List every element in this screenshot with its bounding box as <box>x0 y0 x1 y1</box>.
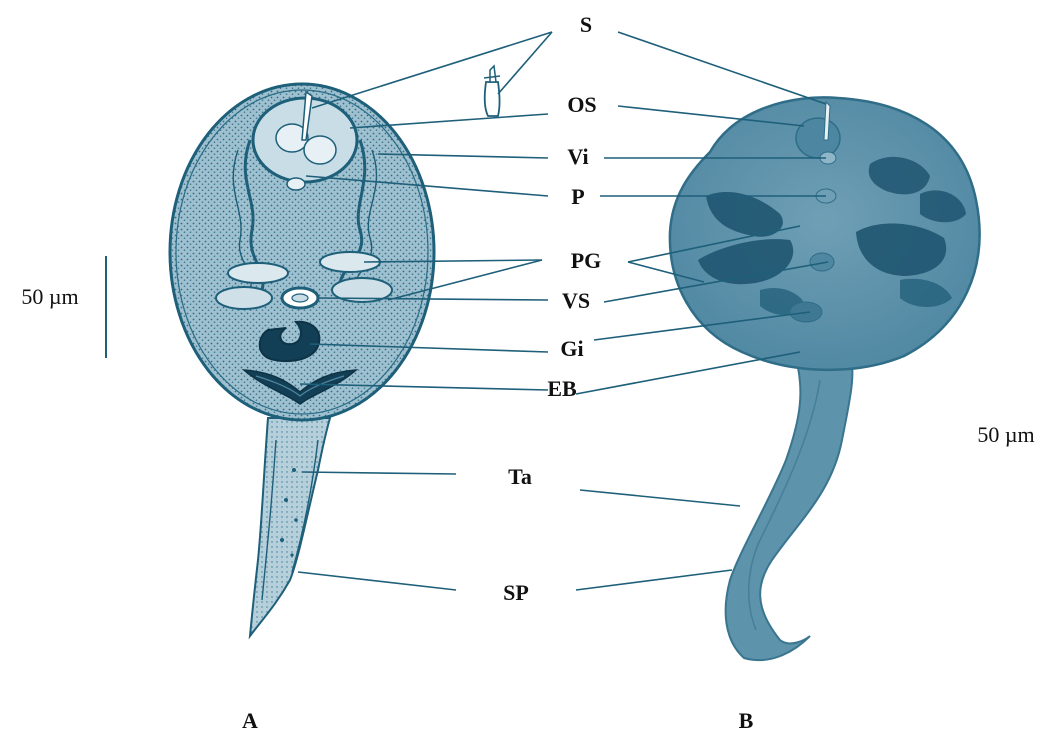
penetration-gland-lower-left <box>216 287 272 309</box>
scale-label-right: 50 µm <box>977 422 1034 447</box>
leader-eb-b <box>576 352 800 394</box>
scale-label-left: 50 µm <box>21 284 78 309</box>
label-os: OS <box>567 92 596 117</box>
label-p: P <box>571 184 584 209</box>
label-sp: SP <box>503 580 529 605</box>
label-gi: Gi <box>560 336 583 361</box>
panel-label-b: B <box>739 708 754 733</box>
label-s: S <box>580 12 592 37</box>
label-ta: Ta <box>508 464 532 489</box>
leader-ta-b <box>580 490 740 506</box>
drawing-a-tail <box>250 418 330 636</box>
micrograph-b <box>670 97 980 660</box>
leader-s-a <box>312 32 552 108</box>
leader-sp-b <box>576 570 732 590</box>
micrograph-b-tail <box>726 352 853 660</box>
label-pg: PG <box>571 248 602 273</box>
label-vi: Vi <box>567 144 588 169</box>
leader-s-b <box>618 32 826 104</box>
panel-label-a: A <box>242 708 258 733</box>
label-vs: VS <box>562 288 590 313</box>
penetration-gland-upper-left <box>228 263 288 283</box>
leader-sp-a <box>298 572 456 590</box>
drawing-a <box>170 84 434 636</box>
stylet-inset <box>484 66 500 116</box>
leader-ta-a <box>302 472 456 474</box>
label-eb: EB <box>547 376 577 401</box>
pharynx <box>287 178 305 190</box>
